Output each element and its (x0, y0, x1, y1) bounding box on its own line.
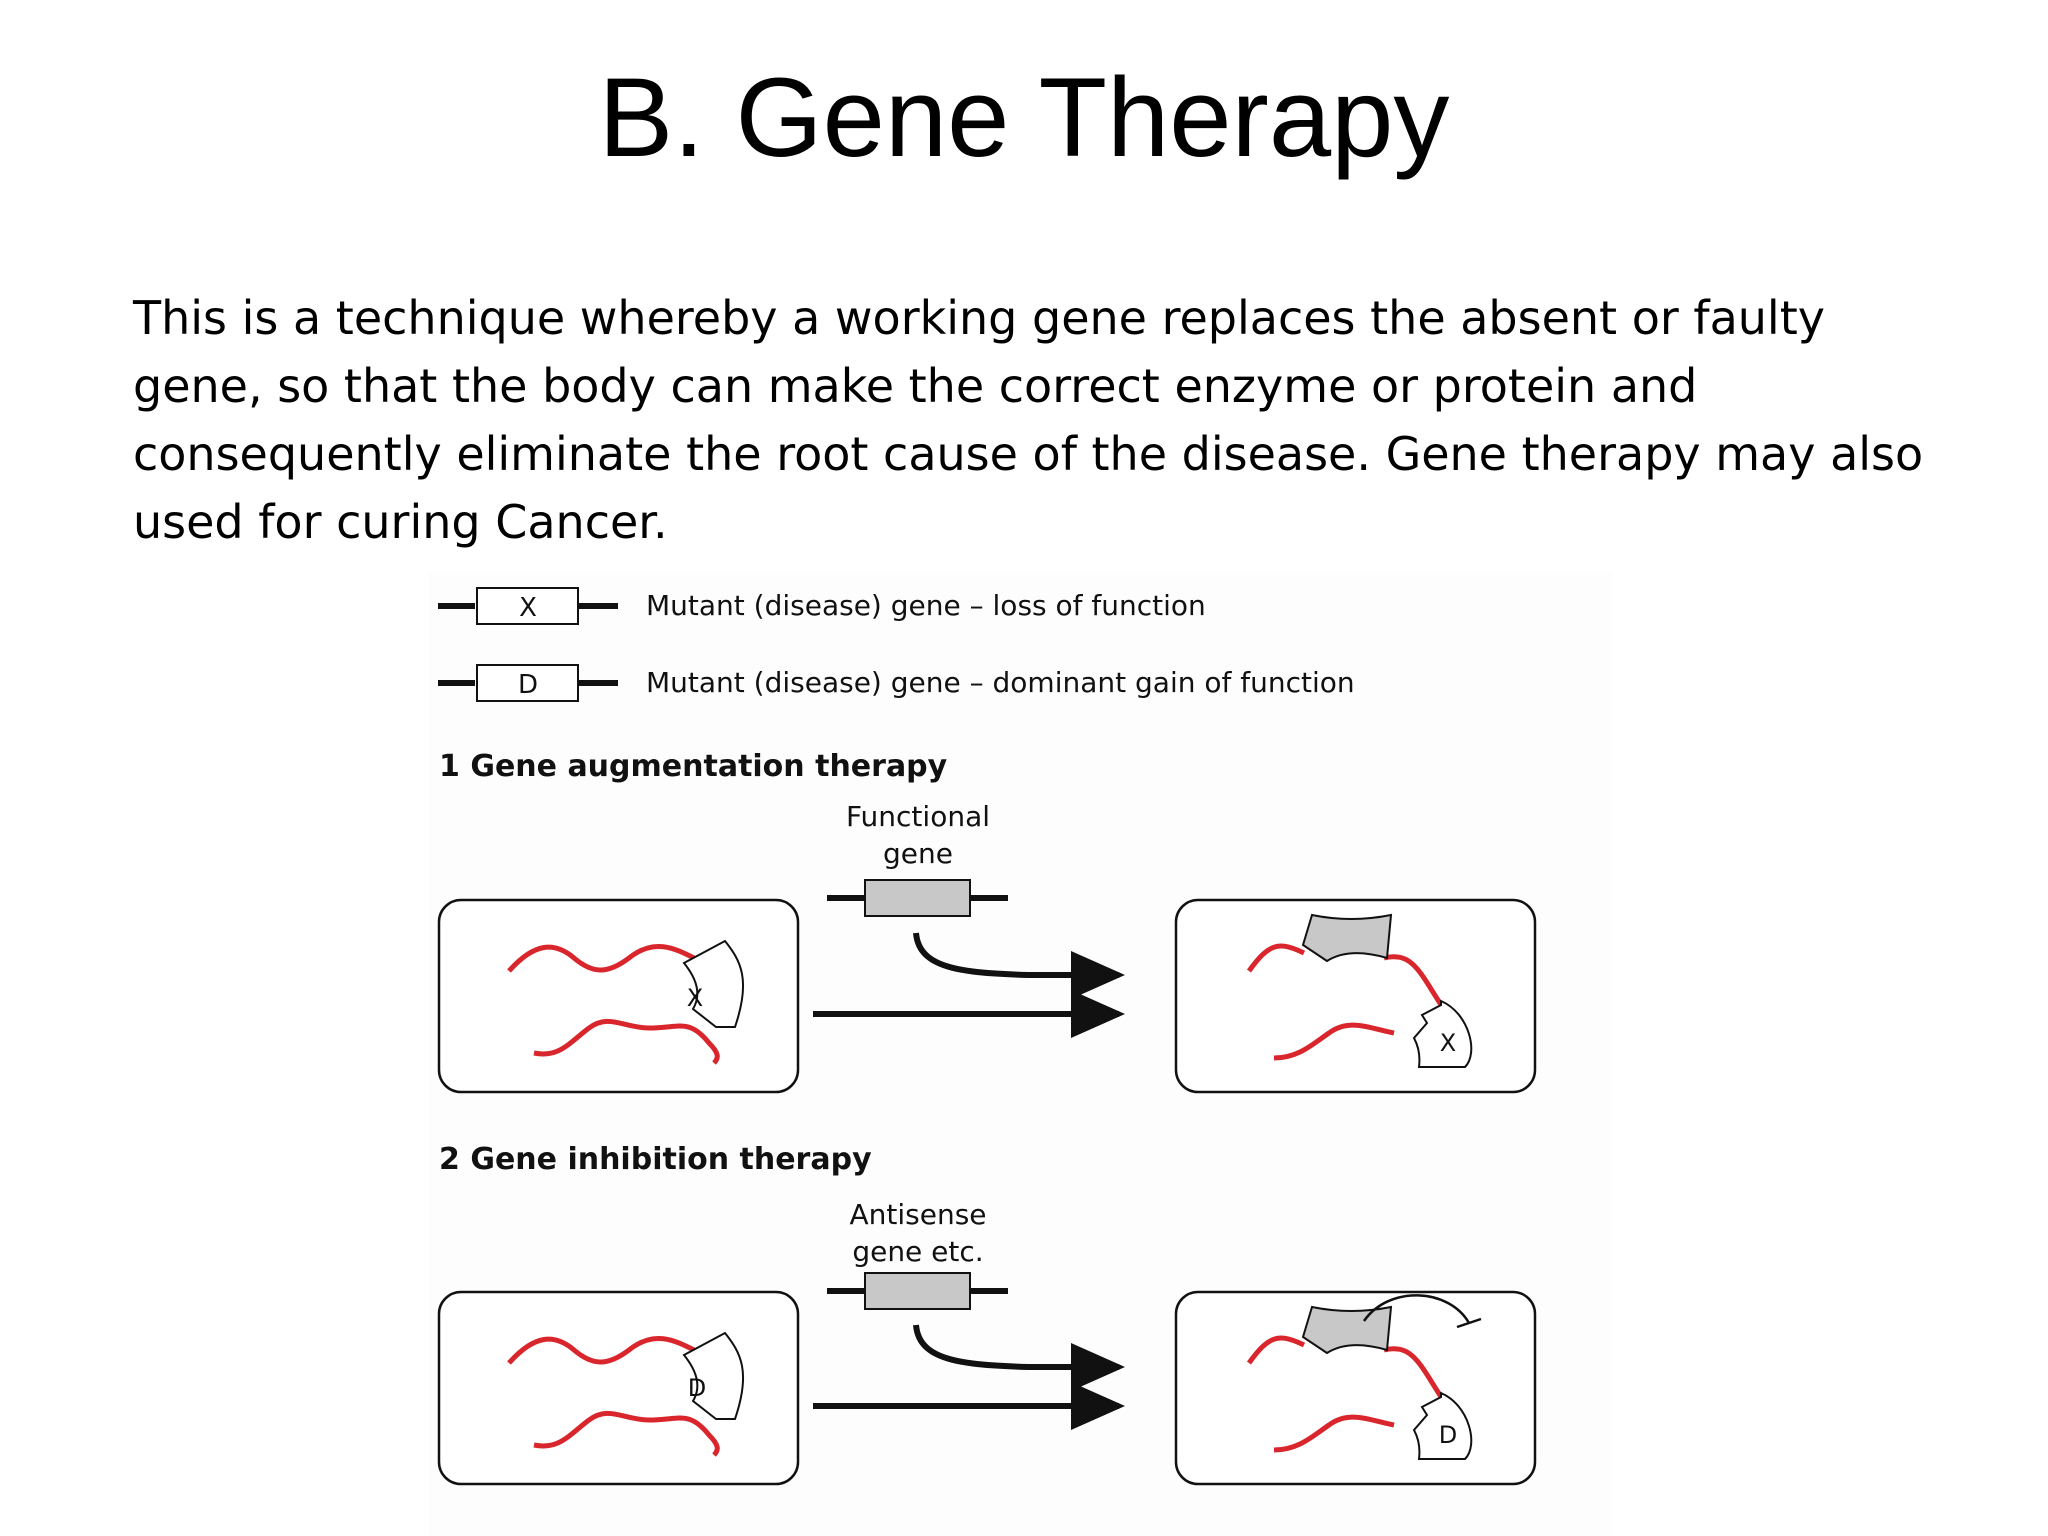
panel1-mutant-symbol-after: X (1440, 1029, 1456, 1057)
panel1-functional-gene (827, 879, 1008, 917)
panel2-cell-before: D (437, 1290, 800, 1486)
panel1-gene-label-line2: gene (883, 837, 953, 870)
legend-label-gain: Mutant (disease) gene – dominant gain of… (646, 666, 1355, 699)
panel2-mutant-symbol-before: D (688, 1374, 706, 1402)
panel2-antisense-gene (827, 1272, 1008, 1310)
legend-label-loss: Mutant (disease) gene – loss of function (646, 589, 1206, 622)
panel2-cell-after: D (1174, 1290, 1537, 1486)
panel2-gene-label-line1: Antisense (849, 1198, 986, 1231)
panel1-heading: 1 Gene augmentation therapy (439, 749, 948, 784)
slide-body-text: This is a technique whereby a working ge… (133, 291, 1924, 549)
gene-therapy-figure: X Mutant (disease) gene – loss of functi… (429, 573, 1612, 1536)
legend-row-loss-of-function: X Mutant (disease) gene – loss of functi… (438, 587, 1206, 625)
panel1-cell-after: X (1174, 898, 1537, 1094)
panel1-gene-label-line1: Functional (846, 800, 990, 833)
panel2-gene-label-line2: gene etc. (852, 1235, 983, 1268)
slide-title: B. Gene Therapy (598, 55, 1450, 180)
panel1-mutant-symbol-before: X (687, 984, 703, 1012)
figure-svg: X Mutant (disease) gene – loss of functi… (437, 587, 1537, 1486)
legend-symbol-x: X (519, 593, 537, 623)
panel2-arrows (813, 1324, 1125, 1430)
legend-symbol-d: D (518, 670, 538, 700)
panel1-cell-before: X (437, 898, 800, 1094)
panel2-mutant-symbol-after: D (1439, 1421, 1457, 1449)
panel1-arrows (813, 932, 1125, 1038)
legend-row-dominant-gain: D Mutant (disease) gene – dominant gain … (438, 664, 1355, 702)
panel2-heading: 2 Gene inhibition therapy (439, 1142, 872, 1177)
